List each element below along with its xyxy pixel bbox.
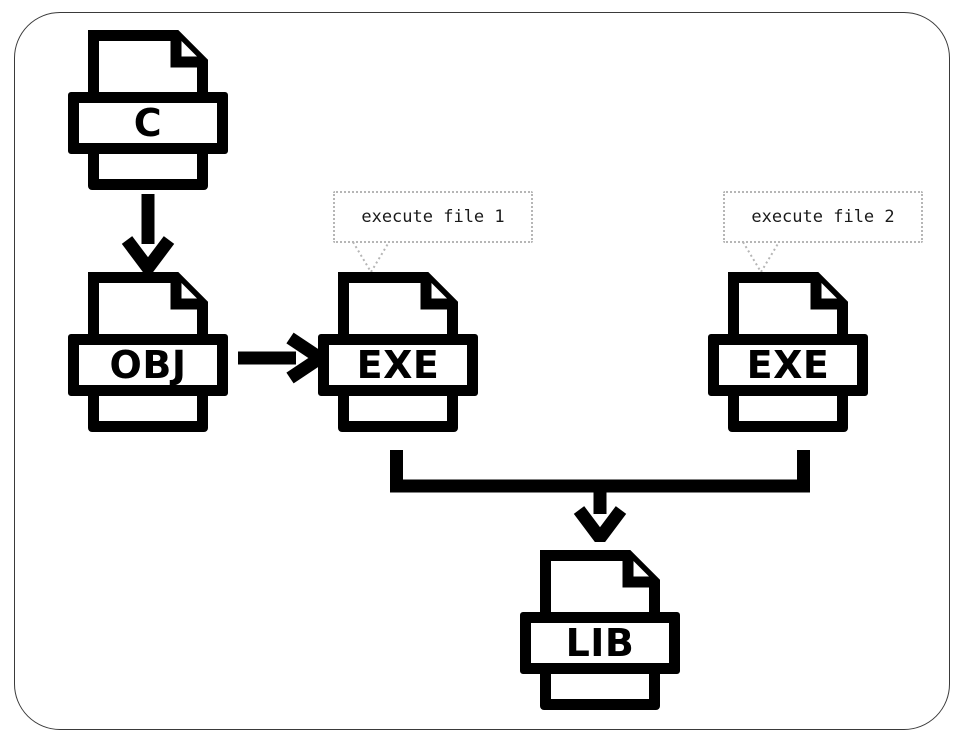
file-icon-label: EXE: [746, 343, 830, 387]
connector-c-to-obj: [118, 190, 178, 279]
file-icon-exe-2[interactable]: EXE: [708, 272, 868, 432]
file-icon-label: EXE: [356, 343, 440, 387]
file-icon-band: OBJ: [68, 334, 228, 396]
callout-label: execute file 1: [361, 207, 505, 227]
file-icon-band: LIB: [520, 612, 680, 674]
callout-label: execute file 2: [751, 207, 895, 227]
callout-tail-icon: [349, 241, 393, 276]
callout-tail-icon: [739, 241, 783, 276]
file-icon-c[interactable]: C: [68, 30, 228, 190]
file-icon-exe-1[interactable]: EXE: [318, 272, 478, 432]
file-icon-lib[interactable]: LIB: [520, 550, 680, 710]
file-icon-obj[interactable]: OBJ: [68, 272, 228, 432]
file-icon-band: C: [68, 92, 228, 154]
file-icon-label: OBJ: [109, 343, 187, 387]
file-icon-band: EXE: [708, 334, 868, 396]
file-icon-label: LIB: [565, 621, 635, 665]
connector-obj-to-exe1: [234, 332, 332, 384]
file-icon-label: C: [133, 101, 163, 145]
connector-exes-to-lib: [390, 444, 810, 549]
callout-execute-file-2: execute file 2: [723, 191, 923, 274]
file-icon-band: EXE: [318, 334, 478, 396]
callout-execute-file-1: execute file 1: [333, 191, 533, 274]
